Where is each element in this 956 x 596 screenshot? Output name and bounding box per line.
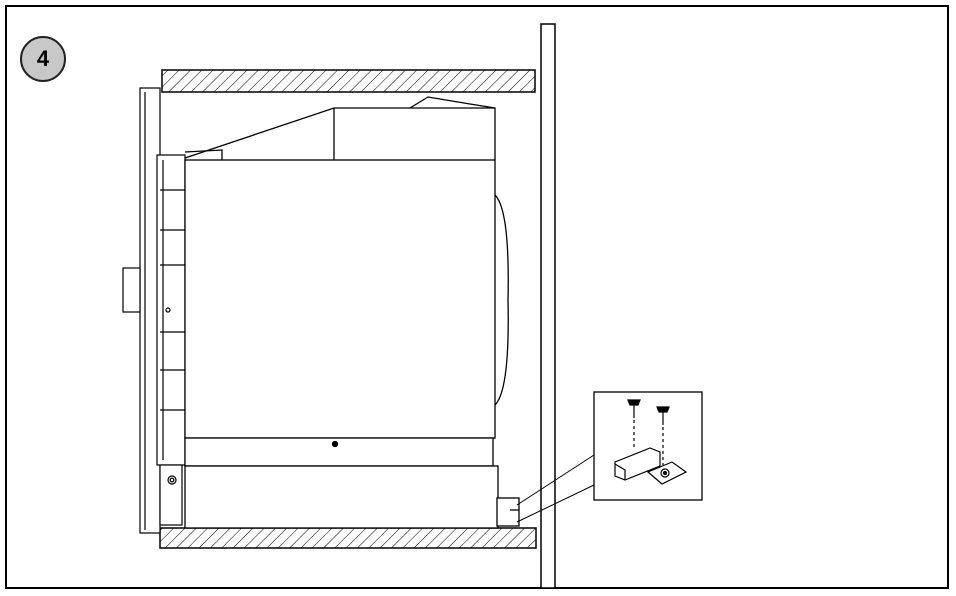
cabinet-side-panel	[540, 23, 556, 589]
step-number: 4	[36, 46, 50, 71]
bracket-icon	[614, 447, 688, 485]
screw-icon	[656, 406, 670, 465]
hatched-upper-shelf	[161, 69, 536, 93]
screw-icon	[627, 399, 641, 450]
mounting-bracket-detail	[593, 391, 703, 501]
step-number-badge: 4	[20, 36, 66, 82]
appliance-body	[184, 96, 520, 529]
detail-leader-lines	[516, 454, 595, 523]
front-door-panel	[122, 87, 186, 534]
hatched-lower-shelf	[159, 527, 537, 549]
